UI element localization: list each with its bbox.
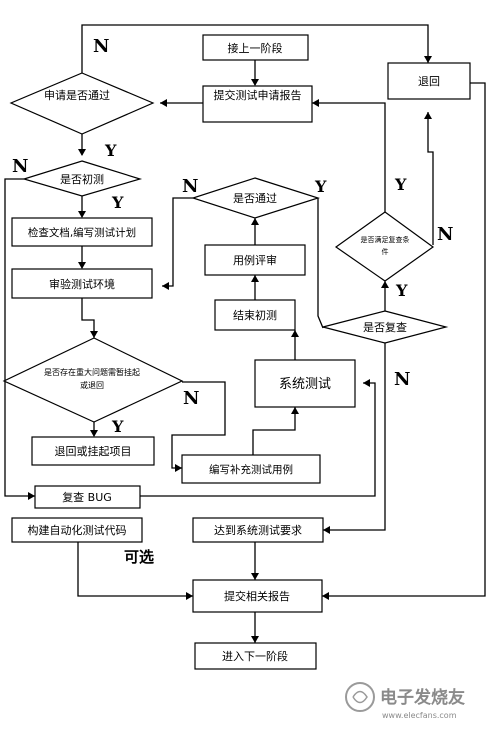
watermark: 电子发烧友 www.elecfans.com [345,682,465,720]
box-return-suspend-label: 退回或挂起项目 [55,444,132,458]
diamond-recheck-label: 是否复查 [363,320,407,334]
box-system-test-label: 系统测试 [279,377,331,392]
marker-no: N [182,176,198,197]
box-connect-prev-label: 接上一阶段 [228,41,283,55]
marker-no: N [12,156,28,177]
box-write-cases: 编写补充测试用例 [181,454,321,484]
watermark-en: www.elecfans.com [382,711,457,720]
box-next-stage: 进入下一阶段 [194,642,317,670]
marker-no: N [394,369,410,390]
marker-yes: Y [394,175,407,194]
box-submit-report-label: 提交相关报告 [224,589,290,603]
optional-label: 可选 [124,548,154,566]
connectors [4,24,486,643]
box-recheck-bug-label: 复查 BUG [62,490,112,504]
box-reach-requirement: 达到系统测试要求 [192,517,324,543]
box-build-automation: 构建自动化测试代码 [11,517,143,543]
diamond-first-test: 是否初测 [21,160,143,197]
diamond-request-passed: 申请是否通过 [9,72,155,135]
marker-yes: Y [395,281,408,300]
box-submit-request-label: 提交测试申请报告 [213,89,302,102]
diamond-passed-label: 是否通过 [233,192,277,205]
diamond-major-issue: 是否存在重大问题需暂挂起或退回 [2,337,184,423]
box-system-test: 系统测试 [254,359,356,408]
box-connect-prev: 接上一阶段 [202,34,309,61]
diamond-major-issue-label: 是否存在重大问题需暂挂起或退回 [44,368,140,390]
box-return-suspend: 退回或挂起项目 [31,436,155,466]
marker-no: N [437,224,453,245]
diamond-request-passed-label: 申请是否通过 [44,89,110,102]
box-end-first-test: 结束初测 [214,299,296,331]
box-back-label: 退回 [418,75,440,88]
box-next-stage-label: 进入下一阶段 [222,649,288,663]
marker-yes: Y [104,141,117,160]
watermark-cn: 电子发烧友 [380,687,465,708]
box-case-review-label: 用例评审 [233,253,277,267]
marker-no: N [183,388,199,409]
box-write-cases-label: 编写补充测试用例 [209,463,293,476]
marker-yes: Y [314,177,327,196]
box-check-docs: 检查文档,编写测试计划 [11,217,153,247]
diamond-first-test-label: 是否初测 [60,172,104,186]
marker-yes: Y [111,417,124,436]
box-submit-request: 提交测试申请报告 [202,85,313,123]
marker-yes: Y [111,193,124,212]
diamond-meets-condition: 是否满足复查条件 [334,211,435,282]
box-recheck-bug: 复查 BUG [34,485,141,509]
arrowheads [28,56,432,643]
box-verify-env: 审验测试环境 [11,268,153,299]
decision-markers: N Y N Y N Y Y N Y N N Y [12,36,453,436]
marker-no: N [93,36,109,57]
diamond-recheck: 是否复查 [322,310,449,344]
box-back: 退回 [387,62,471,100]
box-submit-report: 提交相关报告 [192,579,323,613]
box-build-automation-label: 构建自动化测试代码 [28,523,127,537]
watermark-logo-icon [345,682,375,712]
box-end-first-test-label: 结束初测 [233,308,277,322]
box-case-review: 用例评审 [204,244,306,276]
diamond-passed: 是否通过 [191,177,320,219]
diamond-meets-condition-label: 是否满足复查条件 [360,236,410,256]
box-verify-env-label: 审验测试环境 [49,277,115,291]
box-reach-requirement-label: 达到系统测试要求 [214,524,302,537]
box-check-docs-label: 检查文档,编写测试计划 [28,226,136,239]
